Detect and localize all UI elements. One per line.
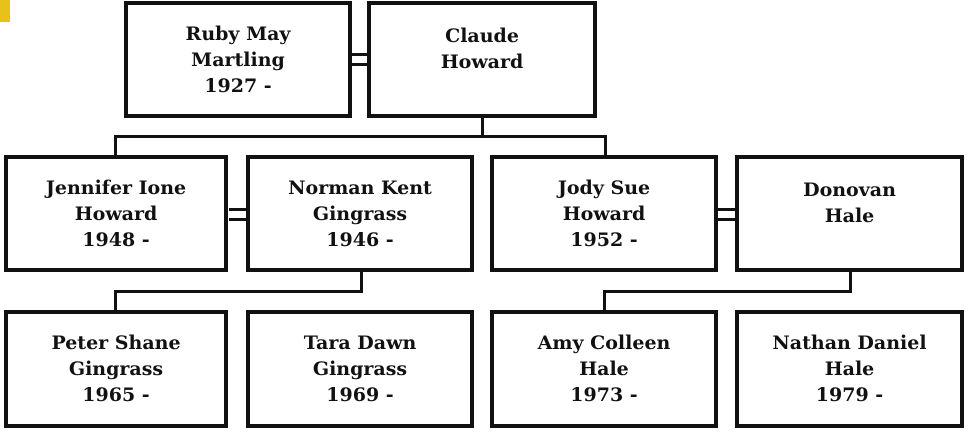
- person-name-line1: Peter Shane: [51, 332, 181, 354]
- person-norman-kent-gingrass: Norman Kent Gingrass 1946 -: [246, 155, 474, 272]
- person-name-line1: Donovan: [803, 179, 896, 201]
- person-name-line1: Jody Sue: [557, 176, 651, 199]
- marriage-connector: [351, 53, 368, 66]
- person-ruby-may-martling: Ruby May Martling 1927 -: [124, 1, 352, 118]
- person-name-line2: Hale: [579, 358, 629, 380]
- connector-line: [114, 135, 607, 138]
- person-name-line1: Tara Dawn: [303, 332, 417, 354]
- connector-line: [114, 135, 117, 157]
- person-nathan-daniel-hale: Nathan Daniel Hale 1979 -: [735, 310, 964, 428]
- person-birth-year: 1969 -: [326, 384, 394, 406]
- person-name-line2: Hale: [824, 358, 875, 380]
- person-name-line1: Jennifer Ione: [45, 176, 187, 199]
- person-donovan-hale: Donovan Hale: [735, 155, 964, 272]
- connector-line: [114, 290, 117, 312]
- connector-line: [603, 290, 606, 312]
- person-name-line1: Norman Kent: [288, 176, 432, 199]
- corner-mark: [0, 0, 10, 22]
- connector-line: [849, 272, 852, 291]
- person-birth-year: 1973 -: [570, 384, 638, 406]
- connector-line: [360, 272, 363, 291]
- person-name-line2: Howard: [562, 202, 646, 225]
- person-jennifer-ione-howard: Jennifer Ione Howard 1948 -: [4, 155, 228, 272]
- connector-line: [481, 118, 484, 136]
- connector-line: [604, 135, 607, 157]
- person-name-line2: Hale: [824, 205, 875, 227]
- connector-line: [603, 290, 852, 293]
- person-name-line2: Gingrass: [312, 202, 408, 225]
- person-name-line2: Gingrass: [312, 358, 408, 380]
- person-tara-dawn-gingrass: Tara Dawn Gingrass 1969 -: [246, 310, 474, 428]
- person-birth-year: 1952 -: [570, 228, 638, 251]
- person-birth-year: 1927 -: [204, 74, 272, 97]
- person-birth-year: 1979 -: [815, 384, 884, 406]
- person-name-line2: Howard: [440, 51, 524, 73]
- person-name-line2: Martling: [191, 48, 285, 71]
- connector-line: [114, 290, 363, 293]
- person-peter-shane-gingrass: Peter Shane Gingrass 1965 -: [4, 310, 228, 428]
- person-birth-year: 1965 -: [82, 384, 150, 406]
- person-name-line2: Howard: [74, 202, 158, 225]
- person-jody-sue-howard: Jody Sue Howard 1952 -: [490, 155, 718, 272]
- person-birth-year: 1946 -: [326, 228, 394, 251]
- person-name-line1: Claude: [445, 25, 519, 47]
- person-amy-colleen-hale: Amy Colleen Hale 1973 -: [490, 310, 718, 428]
- person-name-line1: Nathan Daniel: [772, 332, 927, 354]
- person-name-line2: Gingrass: [68, 358, 164, 380]
- marriage-connector: [718, 208, 735, 221]
- person-name-line1: Ruby May: [185, 22, 291, 45]
- person-name-line1: Amy Colleen: [537, 332, 671, 354]
- person-birth-year: 1948 -: [82, 228, 150, 251]
- person-claude-howard: Claude Howard: [367, 1, 597, 118]
- marriage-connector: [229, 208, 246, 221]
